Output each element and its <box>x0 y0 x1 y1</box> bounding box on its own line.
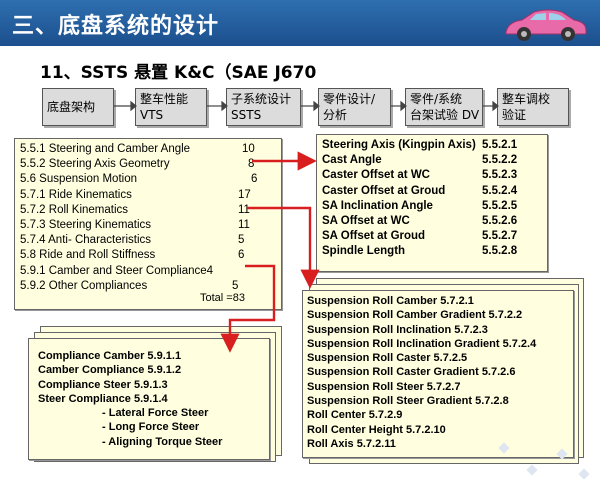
list-item: Roll Center Height 5.7.2.10 <box>307 423 446 436</box>
list-item: Suspension Roll Inclination 5.7.2.3 <box>307 323 488 336</box>
compliance-box <box>28 338 270 460</box>
list-item: Compliance Camber 5.9.1.1 <box>38 350 182 362</box>
steering-axis-box <box>316 134 548 272</box>
list-item: Camber Compliance 5.9.1.2 <box>38 364 182 377</box>
list-item: Suspension Roll Steer Gradient 5.7.2.8 <box>307 395 509 408</box>
list-item: - Lateral Force Steer <box>102 407 209 420</box>
steering-axis-list: Steering Axis (Kingpin Axis)5.5.2.1 Cast… <box>322 138 542 260</box>
list-item: Compliance Steer 5.9.1.3 <box>38 378 168 391</box>
section-subtitle: 11、SSTS 悬置 K&C（SAE J670 <box>40 63 317 83</box>
header-bar: 三、底盘系统的设计 <box>0 0 600 46</box>
list-item: Roll Axis 5.7.2.11 <box>307 437 396 450</box>
list-item: Suspension Roll Caster Gradient 5.7.2.6 <box>307 366 516 379</box>
list-item: Steering Axis (Kingpin Axis)5.5.2.1 <box>322 139 518 151</box>
flow-step-6: 整车调校验证 <box>497 88 569 126</box>
list-item: Suspension Roll Steer 5.7.2.7 <box>307 380 461 393</box>
list-item: - Long Force Steer <box>102 421 200 434</box>
list-item: Suspension Roll Camber 5.7.2.1 <box>307 295 474 307</box>
list-item: Roll Center 5.7.2.9 <box>307 409 403 422</box>
decor-star <box>578 468 590 480</box>
roll-list: Suspension Roll Camber 5.7.2.1 Suspensio… <box>307 294 569 451</box>
compliance-list: Compliance Camber 5.9.1.1 Camber Complia… <box>38 349 264 449</box>
list-item: - Aligning Torque Steer <box>102 435 223 448</box>
decor-star <box>526 464 538 476</box>
list-item: Suspension Roll Camber Gradient 5.7.2.2 <box>307 309 523 322</box>
flow-step-1: 底盘架构 <box>42 88 114 126</box>
list-item: 5.9.1 Camber and Steer Compliance4 <box>20 264 214 277</box>
flow-step-4: 零件设计/分析 <box>318 88 391 126</box>
total-label: Total =83 <box>200 292 245 304</box>
page-title: 三、底盘系统的设计 <box>12 14 220 39</box>
roll-box <box>302 290 574 458</box>
list-item: Suspension Roll Inclination Gradient 5.7… <box>307 337 537 350</box>
list-item: Steer Compliance 5.9.1.4 <box>38 392 168 405</box>
car-icon <box>505 9 587 41</box>
list-item: Suspension Roll Caster 5.7.2.5 <box>307 352 468 365</box>
flow-step-5: 零件/系统台架试验 DV <box>405 88 483 126</box>
